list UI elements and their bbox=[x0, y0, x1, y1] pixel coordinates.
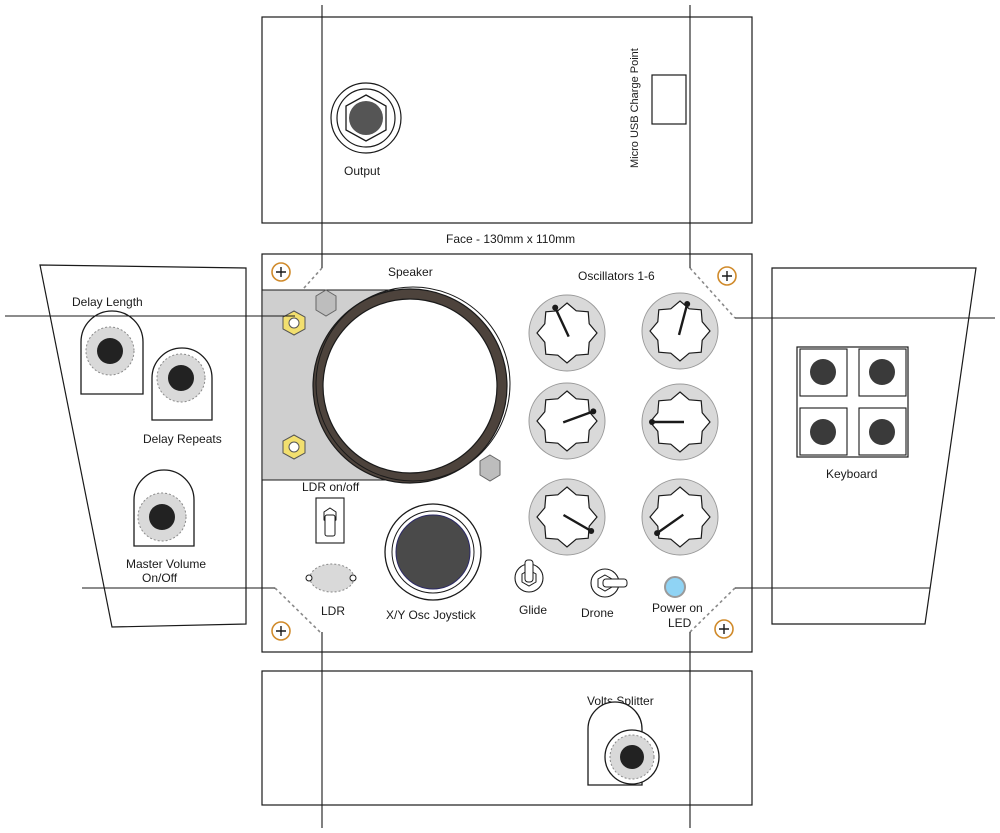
ldr-toggle-switch-icon[interactable] bbox=[315, 497, 345, 544]
master-volume-label-line1: Master Volume bbox=[126, 557, 206, 571]
face-panel: Speaker Oscillators 1-6 LDR on/off bbox=[261, 253, 753, 653]
micro-usb-port-icon bbox=[651, 74, 687, 125]
master-volume-pot-icon bbox=[133, 469, 195, 547]
joystick-label: X/Y Osc Joystick bbox=[386, 608, 477, 622]
volts-splitter-pot-icon bbox=[587, 701, 660, 786]
corner-screw-top-right-icon bbox=[717, 266, 737, 286]
speaker-icon bbox=[261, 286, 511, 484]
top-panel: Output Micro USB Charge Point bbox=[261, 16, 753, 224]
keyboard-buttons-icon bbox=[796, 346, 909, 458]
face-dimension-label: Face - 130mm x 110mm bbox=[446, 232, 575, 246]
bottom-panel: Volts Splitter bbox=[261, 670, 753, 806]
glide-toggle-switch-icon[interactable] bbox=[514, 559, 544, 593]
corner-screw-top-left-icon bbox=[271, 262, 291, 282]
power-led-label-line1: Power on bbox=[652, 601, 703, 615]
oscillator-knobs bbox=[528, 292, 719, 556]
right-panel: Keyboard bbox=[771, 267, 977, 625]
output-label: Output bbox=[344, 164, 381, 178]
delay-repeats-label: Delay Repeats bbox=[143, 432, 222, 446]
delay-repeats-pot-icon bbox=[151, 347, 213, 421]
output-jack-icon bbox=[330, 82, 402, 154]
delay-length-label: Delay Length bbox=[72, 295, 143, 309]
oscillators-label: Oscillators 1-6 bbox=[578, 269, 655, 283]
power-led-icon bbox=[664, 576, 686, 598]
speaker-nut-bottom-icon bbox=[282, 434, 306, 460]
keyboard-label: Keyboard bbox=[826, 467, 877, 481]
power-led-label-line2: LED bbox=[668, 616, 692, 630]
master-volume-label-line2: On/Off bbox=[142, 571, 178, 585]
corner-screw-bottom-left-icon bbox=[271, 621, 291, 641]
oscillator-knob-3-icon[interactable] bbox=[528, 382, 606, 460]
oscillator-knob-2-icon[interactable] bbox=[641, 292, 719, 370]
oscillator-knob-5-icon[interactable] bbox=[528, 478, 606, 556]
speaker-label: Speaker bbox=[388, 265, 433, 279]
fold-lines bbox=[5, 5, 995, 828]
glide-label: Glide bbox=[519, 603, 547, 617]
corner-screw-bottom-right-icon bbox=[714, 619, 734, 639]
ldr-onoff-label: LDR on/off bbox=[302, 480, 360, 494]
oscillator-knob-6-icon[interactable] bbox=[641, 478, 719, 556]
drone-toggle-switch-icon[interactable] bbox=[590, 568, 628, 598]
left-panel: Delay Length Delay Repeats Master Volume… bbox=[39, 264, 247, 628]
speaker-nut-top-icon bbox=[282, 310, 306, 336]
ldr-label: LDR bbox=[321, 604, 345, 618]
oscillator-knob-4-icon[interactable] bbox=[641, 383, 719, 461]
ldr-sensor-icon bbox=[305, 563, 357, 593]
oscillator-knob-1-icon[interactable] bbox=[528, 294, 606, 372]
joystick-icon[interactable] bbox=[384, 503, 482, 601]
delay-length-pot-icon bbox=[80, 310, 144, 395]
micro-usb-label: Micro USB Charge Point bbox=[629, 48, 641, 168]
drone-label: Drone bbox=[581, 606, 614, 620]
